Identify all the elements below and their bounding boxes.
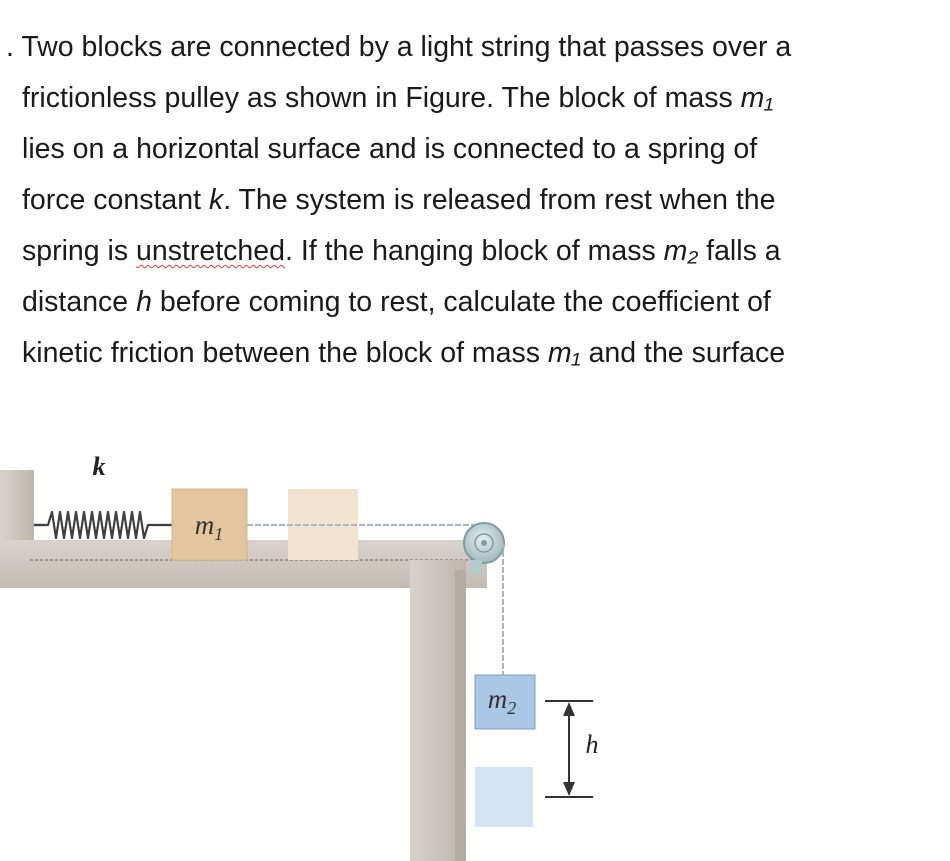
text-segment: before coming to rest, calculate the coe… bbox=[151, 286, 771, 318]
block-m1 bbox=[171, 488, 248, 561]
problem-line-1: . Two blocks are connected by a light st… bbox=[0, 22, 930, 73]
text-segment: falls a bbox=[698, 235, 781, 267]
text-segment: spring is bbox=[22, 235, 137, 267]
text-segment: force constant bbox=[22, 184, 209, 216]
block-m2-label: m2 bbox=[488, 684, 517, 718]
distance-arrow-down bbox=[563, 782, 575, 796]
math-variable: h bbox=[136, 286, 152, 318]
distance-label: h bbox=[586, 730, 599, 759]
math-variable: m₂ bbox=[663, 235, 699, 267]
problem-number-marker: . bbox=[6, 31, 14, 63]
problem-line-4: force constant k. The system is released… bbox=[0, 175, 930, 226]
text-segment: distance bbox=[22, 286, 137, 318]
math-variable: k bbox=[208, 184, 224, 216]
math-variable: m₁ bbox=[547, 337, 581, 369]
distance-arrow-up bbox=[563, 702, 575, 716]
problem-line-2: frictionless pulley as shown in Figure. … bbox=[0, 73, 930, 124]
text-segment: Two blocks are connected by a light stri… bbox=[13, 31, 792, 63]
spring-label: k bbox=[93, 452, 106, 481]
pulley-hub-ring bbox=[474, 533, 494, 553]
problem-line-6: distance h before coming to rest, calcul… bbox=[0, 277, 930, 328]
pulley-hub bbox=[481, 540, 487, 546]
block-m1-label: m1 bbox=[195, 510, 224, 544]
problem-line-3: lies on a horizontal surface and is conn… bbox=[0, 124, 930, 175]
text-segment: . If the hanging block of mass bbox=[284, 235, 664, 267]
table-edge-shade bbox=[455, 570, 466, 861]
text-segment: . The system is released from rest when … bbox=[223, 184, 776, 216]
math-variable: m₁ bbox=[740, 82, 774, 114]
problem-line-7: kinetic friction between the block of ma… bbox=[0, 328, 930, 379]
text-segment: frictionless pulley as shown in Figure. … bbox=[22, 82, 741, 114]
pulley-bracket bbox=[470, 560, 482, 574]
problem-statement: . Two blocks are connected by a light st… bbox=[0, 22, 930, 379]
block-m2 bbox=[474, 674, 536, 730]
pulley-figure: k m1 m2 h bbox=[0, 452, 599, 861]
text-segment: kinetic friction between the block of ma… bbox=[22, 337, 548, 369]
text-segment: lies on a horizontal surface and is conn… bbox=[22, 133, 758, 165]
spring bbox=[34, 510, 172, 540]
block-m2-ghost bbox=[475, 767, 533, 827]
spellcheck-word: unstretched bbox=[136, 235, 285, 267]
problem-line-5: spring is unstretched. If the hanging bl… bbox=[0, 226, 930, 277]
text-segment: and the surface bbox=[580, 337, 786, 369]
